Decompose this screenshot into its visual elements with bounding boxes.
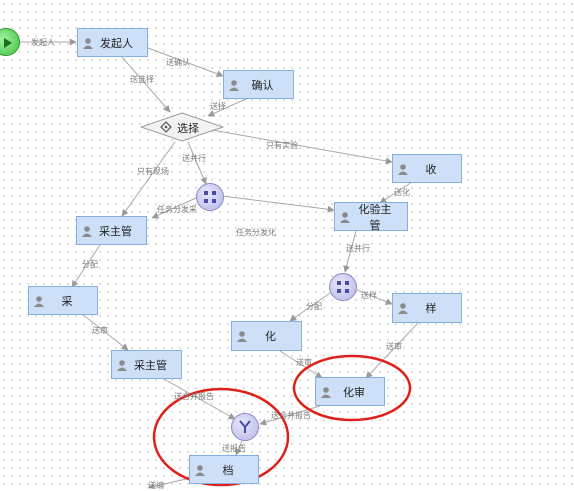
- edge-label-send-review-a: 送审: [92, 326, 108, 335]
- node-label: 采主管: [99, 224, 132, 238]
- edge-lab-parallel[interactable]: [343, 230, 357, 273]
- edge-label-only-site: 只有现场: [137, 167, 169, 176]
- edge-merge-archive[interactable]: [235, 440, 243, 456]
- node-label: 化: [265, 330, 276, 343]
- node-specimen[interactable]: 样: [392, 293, 462, 323]
- node-initiator[interactable]: 发起人: [77, 28, 148, 57]
- node-label: 化验主管: [358, 202, 392, 232]
- user-icon: [393, 302, 415, 314]
- edge-label-send-review-b: 送审: [296, 358, 312, 367]
- node-label: 确认: [251, 78, 274, 92]
- edge-label-to-choose-b: 送择: [210, 102, 226, 111]
- node-label: 化审: [343, 385, 365, 399]
- edge-initiator-choose[interactable]: [121, 56, 171, 113]
- merge-gateway[interactable]: [231, 413, 259, 441]
- user-icon: [335, 211, 357, 223]
- node-chem[interactable]: 化: [231, 321, 302, 351]
- edge-label-to-parallel-b: 送并行: [346, 244, 370, 253]
- node-archive[interactable]: 档: [189, 455, 259, 484]
- user-icon: [232, 330, 254, 342]
- edge-choose-collect[interactable]: [211, 129, 393, 165]
- edge-choose-sample-supervisor[interactable]: [121, 141, 176, 217]
- edge-label-task-dispatch-a: 任务分发采: [157, 205, 197, 214]
- node-confirm[interactable]: 确认: [223, 70, 294, 99]
- node-label: 发起人: [100, 36, 133, 50]
- edge-initiator-confirm[interactable]: [147, 47, 224, 78]
- edge-label-only-lab: 只有实验: [266, 141, 298, 150]
- edge-label-start: 发起人: [31, 38, 55, 47]
- user-icon: [224, 79, 246, 91]
- edge-parallel-lab[interactable]: [221, 195, 335, 213]
- decision-label: 选择: [177, 122, 199, 135]
- edge-label-merge-report-a: 送合并报告: [174, 392, 214, 401]
- edge-sample-supervisor-b[interactable]: [81, 313, 129, 351]
- edge-specimen-review[interactable]: [365, 322, 419, 379]
- node-label: 样: [425, 302, 437, 315]
- edge-label-send-review-c: 送审: [386, 342, 402, 351]
- node-label: 采主管: [134, 358, 167, 372]
- edge-label-task-dispatch-b: 任务分发化: [236, 228, 276, 237]
- edge-choose-parallel[interactable]: [187, 141, 207, 185]
- edge-label-to-lab: 送化: [394, 188, 410, 197]
- node-sample-supervisor[interactable]: 采主管: [76, 216, 147, 245]
- user-icon: [190, 464, 212, 476]
- edge-label-to-confirm: 送确认: [166, 58, 190, 67]
- node-label: 采: [61, 294, 73, 308]
- user-icon: [393, 163, 415, 175]
- edge-label-to-choose-a: 送选择: [130, 75, 154, 84]
- edge-archive-out[interactable]: [147, 477, 191, 488]
- edge-label-dispatch-a: 分配: [82, 260, 98, 269]
- edge-confirm-choose[interactable]: [207, 97, 249, 117]
- parallel-gateway-b[interactable]: [329, 273, 357, 301]
- edge-label-merge-report-b: 送合并报告: [271, 411, 311, 420]
- parallel-gateway-a[interactable]: [196, 183, 224, 211]
- merge-icon: [239, 420, 251, 433]
- edge-chem-review[interactable]: [279, 350, 323, 379]
- user-icon: [77, 225, 99, 237]
- highlight-ellipse-archive: [152, 387, 290, 487]
- node-lab-supervisor[interactable]: 化验主管: [334, 202, 408, 232]
- node-chem-review[interactable]: 化审: [315, 377, 385, 406]
- edge-parallel-chem[interactable]: [289, 292, 331, 322]
- edge-parallel-sample-supervisor[interactable]: [151, 197, 197, 219]
- node-collect[interactable]: 收: [392, 154, 462, 183]
- decision-icon: [160, 121, 172, 133]
- node-sample-supervisor-b[interactable]: 采主管: [111, 350, 182, 379]
- edge-label-send-report: 送报告: [222, 444, 246, 453]
- user-icon: [316, 386, 338, 398]
- node-label: 档: [222, 463, 234, 477]
- edge-label-send-specimen: 送样: [361, 291, 377, 300]
- parallel-split-icon: [337, 281, 349, 293]
- edge-label-send-archive: 送编: [148, 481, 164, 490]
- edge-label-to-parallel: 送并行: [182, 154, 206, 163]
- edge-sample-supervisor-sample[interactable]: [71, 244, 101, 288]
- user-icon: [78, 37, 100, 49]
- edge-supervisor-merge[interactable]: [163, 378, 236, 420]
- play-icon: [4, 38, 12, 48]
- edge-label-dispatch-b: 分配: [306, 302, 322, 311]
- node-label: 收: [425, 162, 437, 176]
- node-sample[interactable]: 采: [28, 286, 98, 315]
- decision-choose[interactable]: [140, 112, 224, 142]
- edge-collect-lab[interactable]: [379, 181, 413, 204]
- user-icon: [112, 359, 134, 371]
- highlight-ellipse-review: [292, 354, 412, 422]
- user-icon: [29, 295, 51, 307]
- edge-parallel-specimen[interactable]: [356, 289, 393, 305]
- parallel-split-icon: [204, 191, 216, 203]
